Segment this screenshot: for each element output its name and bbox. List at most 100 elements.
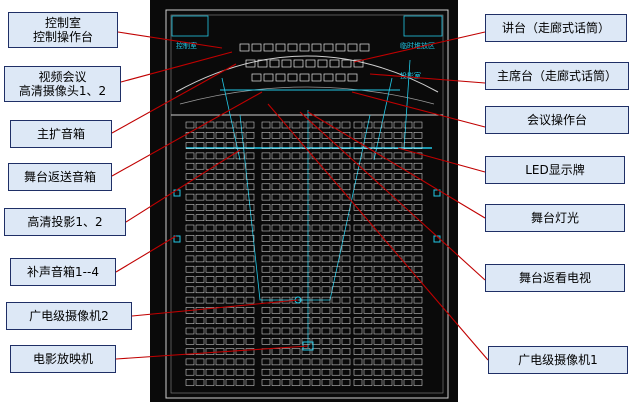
seat bbox=[281, 307, 291, 314]
callout-line: 主扩音箱 bbox=[36, 127, 85, 141]
seat bbox=[215, 224, 225, 232]
seat bbox=[353, 327, 363, 335]
seat bbox=[235, 317, 245, 324]
seat bbox=[301, 214, 311, 221]
seat bbox=[291, 224, 301, 232]
seat bbox=[271, 224, 281, 232]
seat bbox=[363, 379, 373, 386]
presidium-seat bbox=[287, 43, 298, 52]
seat bbox=[383, 255, 393, 263]
seat bbox=[341, 317, 351, 324]
seat bbox=[245, 379, 255, 386]
seat bbox=[195, 327, 205, 335]
seat bbox=[403, 286, 413, 294]
seat bbox=[205, 193, 215, 201]
seat bbox=[311, 358, 321, 366]
seat bbox=[235, 276, 245, 283]
seat bbox=[185, 379, 195, 386]
seat bbox=[331, 235, 341, 242]
seat bbox=[215, 338, 225, 345]
callout-line: 会议操作台 bbox=[526, 113, 587, 127]
seat bbox=[373, 307, 383, 314]
seat bbox=[413, 142, 423, 149]
presidium-seat bbox=[281, 59, 292, 68]
presidium-seat bbox=[287, 73, 298, 82]
seat bbox=[281, 121, 291, 129]
seat bbox=[331, 296, 341, 304]
seat bbox=[271, 379, 281, 386]
seat bbox=[393, 307, 403, 314]
leader-led-display bbox=[397, 147, 486, 173]
seat bbox=[261, 224, 271, 232]
seat bbox=[393, 379, 403, 386]
seat bbox=[301, 132, 311, 139]
seat bbox=[185, 245, 195, 252]
callout-main-speakers: 主扩音箱 bbox=[10, 120, 112, 148]
seat bbox=[403, 307, 413, 314]
callout-stage-lights: 舞台灯光 bbox=[485, 204, 625, 232]
seat bbox=[271, 204, 281, 211]
seat bbox=[235, 162, 245, 170]
seat bbox=[413, 379, 423, 386]
seat bbox=[331, 214, 341, 221]
seat bbox=[271, 307, 281, 314]
seat bbox=[225, 327, 235, 335]
seat bbox=[311, 276, 321, 283]
presidium-seat bbox=[245, 59, 256, 68]
seat bbox=[235, 338, 245, 345]
seat bbox=[301, 379, 311, 386]
seat bbox=[353, 348, 363, 355]
leader-film-projector bbox=[115, 345, 309, 360]
seat bbox=[383, 379, 393, 386]
seat bbox=[271, 245, 281, 252]
seat bbox=[331, 121, 341, 129]
seat bbox=[281, 255, 291, 263]
seat bbox=[321, 255, 331, 263]
seat bbox=[245, 121, 255, 129]
seat bbox=[373, 214, 383, 221]
seat bbox=[341, 183, 351, 191]
seat bbox=[271, 132, 281, 139]
seat bbox=[301, 183, 311, 191]
seat bbox=[281, 276, 291, 283]
seat bbox=[195, 173, 205, 180]
seat bbox=[301, 265, 311, 273]
seat bbox=[225, 286, 235, 294]
seat bbox=[383, 214, 393, 221]
seat bbox=[185, 358, 195, 366]
seat bbox=[225, 193, 235, 201]
seat bbox=[235, 214, 245, 221]
callout-conference-console: 会议操作台 bbox=[485, 106, 629, 134]
presidium-seat bbox=[275, 73, 286, 82]
hall-outline bbox=[165, 9, 449, 399]
seat bbox=[291, 317, 301, 324]
seat bbox=[363, 307, 373, 314]
callout-line: 控制操作台 bbox=[32, 30, 93, 44]
seat bbox=[245, 235, 255, 242]
seat bbox=[383, 307, 393, 314]
seat bbox=[271, 121, 281, 129]
seat bbox=[301, 317, 311, 324]
seat bbox=[393, 338, 403, 345]
seat bbox=[363, 132, 373, 139]
seat bbox=[353, 338, 363, 345]
seat bbox=[301, 152, 311, 160]
seat bbox=[271, 368, 281, 376]
seat bbox=[225, 338, 235, 345]
seat bbox=[195, 204, 205, 211]
presidium-seat bbox=[341, 59, 352, 68]
seat bbox=[341, 286, 351, 294]
seat bbox=[281, 204, 291, 211]
seat bbox=[195, 368, 205, 376]
seat bbox=[353, 265, 363, 273]
seat bbox=[341, 162, 351, 170]
presidium-seat bbox=[311, 43, 322, 52]
seat bbox=[353, 286, 363, 294]
seat bbox=[353, 235, 363, 242]
seat bbox=[235, 173, 245, 180]
presidium-seat bbox=[239, 43, 250, 52]
seat bbox=[235, 121, 245, 129]
seat bbox=[185, 338, 195, 345]
seat bbox=[403, 162, 413, 170]
seat bbox=[311, 204, 321, 211]
